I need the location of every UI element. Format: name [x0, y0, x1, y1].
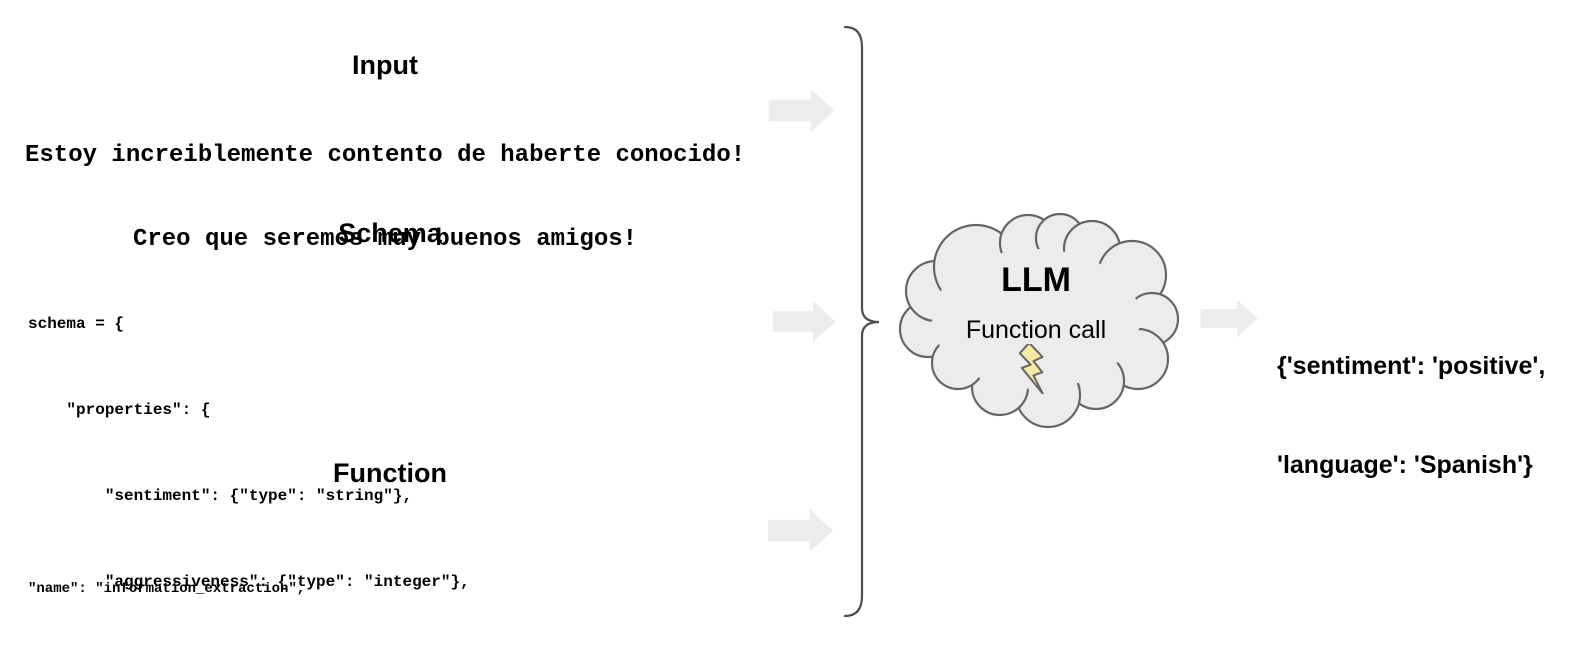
lightning-bolt-icon [1018, 344, 1044, 394]
input-text-line: Creo que seremos muy buenos amigos! [132, 226, 638, 253]
llm-subtitle: Function call [965, 316, 1107, 344]
input-text: Estoy increiblemente contento de haberte… [25, 86, 745, 310]
input-section-title: Input [352, 50, 418, 80]
llm-cloud-shape [898, 212, 1180, 429]
schema-flow-arrow-icon [772, 300, 836, 343]
function-flow-arrow-icon [768, 509, 834, 552]
schema-code-line: "sentiment": {"type": "string"}, [28, 486, 413, 505]
output-flow-arrow-icon [1200, 299, 1258, 338]
llm-title: LLM [1001, 261, 1071, 299]
schema-section-title: Schema [338, 218, 442, 248]
function-code-block: "name": "information_extraction", "descr… [28, 489, 498, 647]
schema-code-line: "aggressiveness": {"type": "integer"}, [28, 572, 470, 591]
function-code-line: "name": "information_extraction", [28, 581, 306, 597]
output-text-line: {'sentiment': 'positive', [1277, 352, 1546, 380]
schema-code-line: schema = { [28, 315, 125, 334]
input-flow-arrow-icon [768, 88, 835, 133]
output-text: {'sentiment': 'positive', 'language': 'S… [1277, 284, 1545, 548]
output-text-line: 'language': 'Spanish'} [1277, 451, 1533, 479]
schema-code-line: "properties": { [28, 400, 211, 419]
function-section-title: Function [333, 458, 447, 488]
input-text-line: Estoy increiblemente contento de haberte… [25, 142, 746, 169]
schema-code-block: schema = { "properties": { "sentiment": … [28, 253, 470, 647]
curly-brace [843, 25, 880, 618]
